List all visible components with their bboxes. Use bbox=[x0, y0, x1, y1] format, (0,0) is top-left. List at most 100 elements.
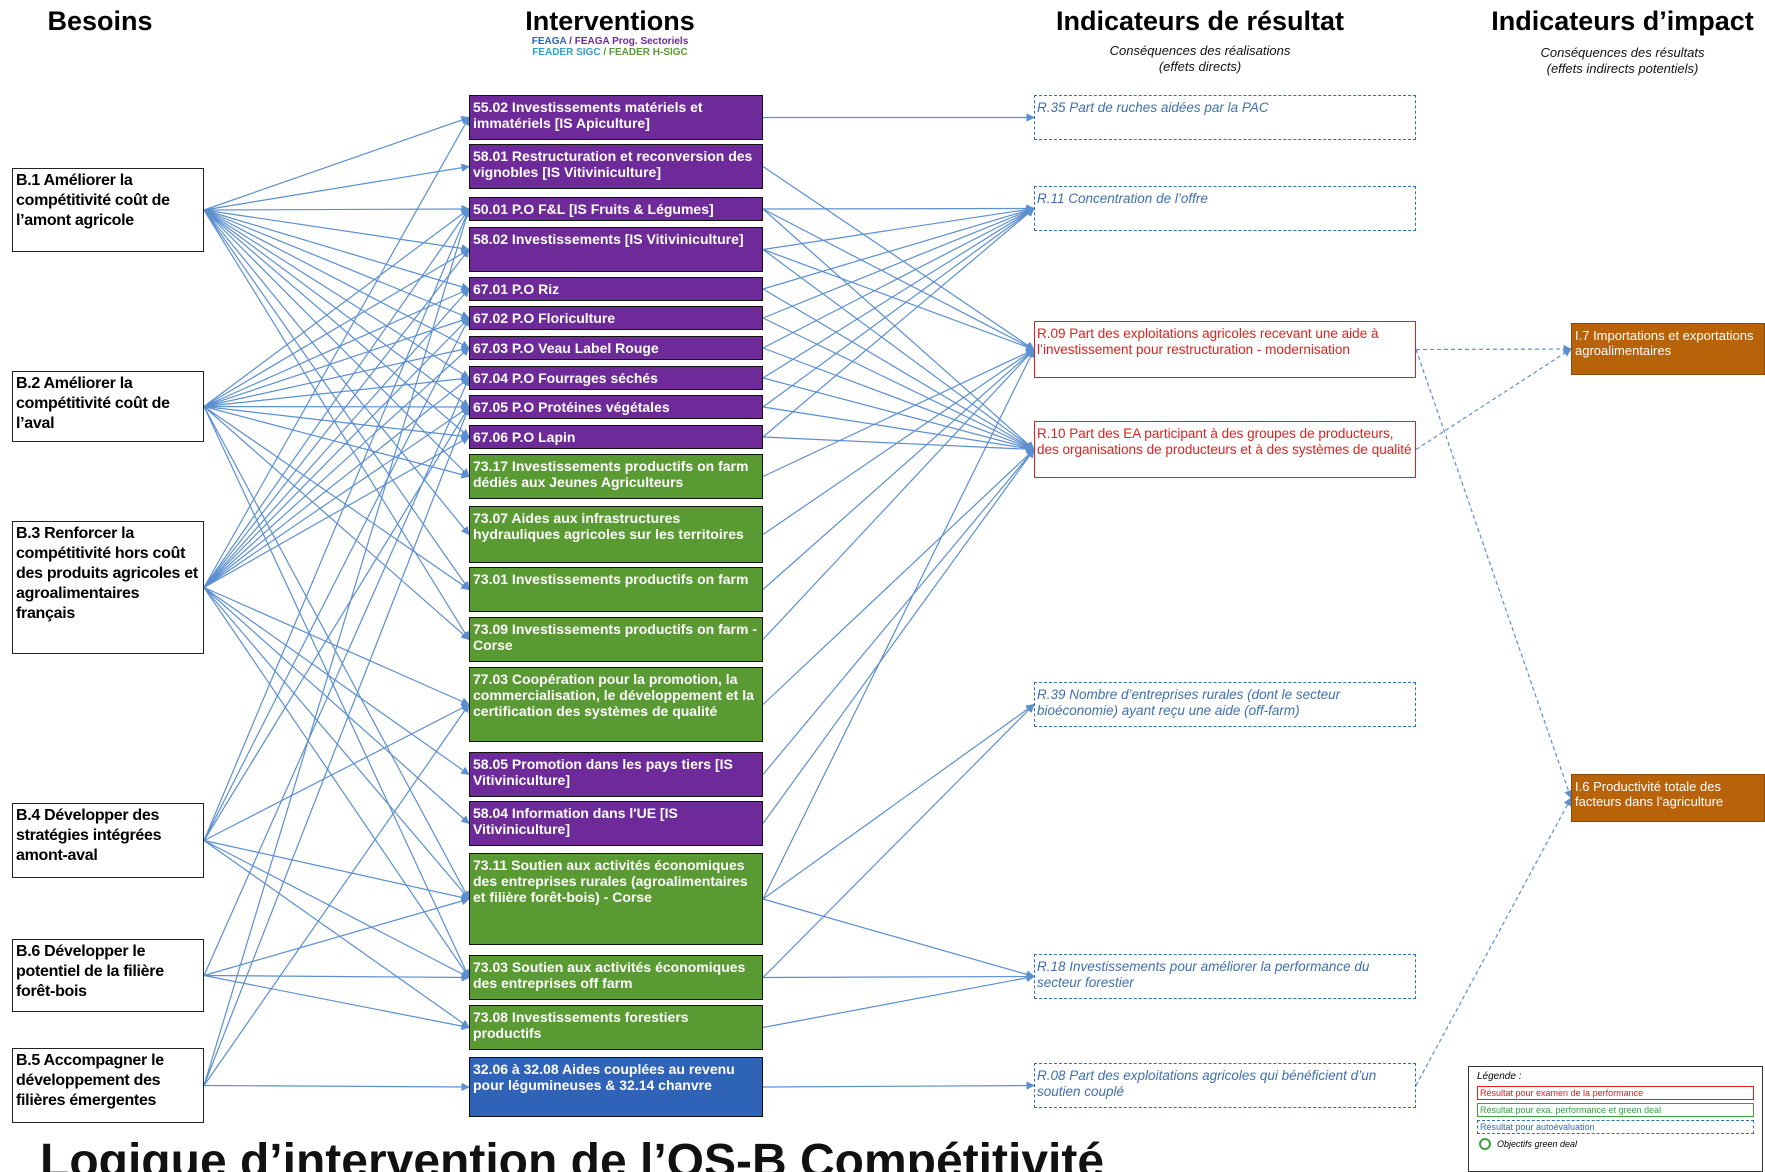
impact-sub-1: Conséquences des résultats bbox=[1540, 45, 1705, 60]
link-B1-i6704 bbox=[203, 209, 470, 379]
link-R09-I6 bbox=[1415, 349, 1573, 799]
link-i7311-R39 bbox=[762, 704, 1035, 900]
result-r35: R.35 Part de ruches aidées par la PAC bbox=[1034, 95, 1416, 140]
intervention-7311: 73.11 Soutien aux activités économiques … bbox=[469, 853, 763, 945]
intervention-6705: 67.05 P.O Protéines végétales bbox=[469, 395, 763, 419]
intervention-5001: 50.01 P.O F&L [IS Fruits & Légumes] bbox=[469, 197, 763, 221]
link-B4-i5001 bbox=[203, 208, 470, 841]
intervention-6706: 67.06 P.O Lapin bbox=[469, 425, 763, 449]
link-R09-I7 bbox=[1415, 344, 1572, 354]
intervention-5804: 58.04 Information dans l'UE [IS Vitivini… bbox=[469, 801, 763, 846]
result-r11: R.11 Concentration de l’offre bbox=[1034, 186, 1416, 231]
link-i7301-R09 bbox=[762, 348, 1035, 590]
fund-feader-hsigc: / FEADER H-SIGC bbox=[603, 47, 688, 58]
link-B2-i7309 bbox=[203, 406, 470, 641]
link-B4-i6705 bbox=[203, 406, 470, 841]
link-B3-i5502 bbox=[203, 116, 470, 588]
interventions-fund-legend: FEAGA / FEAGA Prog. Sectoriels FEADER SI… bbox=[470, 36, 750, 58]
results-subheader: Conséquences des réalisations (effets di… bbox=[1020, 43, 1380, 75]
link-i6702-R10 bbox=[762, 317, 1035, 451]
link-B1-i6703 bbox=[203, 209, 470, 349]
link-i6701-R10 bbox=[762, 288, 1035, 451]
link-i5001-R10 bbox=[762, 208, 1035, 451]
link-B1-i6702 bbox=[203, 209, 470, 320]
link-i5802-R10 bbox=[762, 249, 1035, 450]
link-B1-i7309 bbox=[203, 209, 470, 641]
impact-subheader: Conséquences des résultats (effets indir… bbox=[1480, 45, 1765, 77]
link-i6706-R11 bbox=[762, 207, 1035, 438]
link-B2-i6705 bbox=[203, 402, 470, 412]
link-i7303-R18 bbox=[762, 972, 1035, 981]
link-i7308-R18 bbox=[762, 973, 1035, 1029]
need-b3: B.3 Renforcer la compétitivité hors coût… bbox=[12, 521, 204, 654]
link-B2-i6701 bbox=[203, 288, 470, 408]
link-B6-i7303 bbox=[203, 973, 470, 982]
intervention-5805: 58.05 Promotion dans les pays tiers [IS … bbox=[469, 752, 763, 797]
link-i5802-R09 bbox=[762, 248, 1035, 351]
link-B1-i5502 bbox=[203, 116, 470, 211]
intervention-5502: 55.02 Investissements matériels et immat… bbox=[469, 95, 763, 140]
link-i6706-R10 bbox=[762, 436, 1035, 454]
interventions-header: Interventions bbox=[525, 6, 695, 36]
link-B4-i7311 bbox=[203, 839, 470, 902]
link-R08-I6 bbox=[1415, 797, 1572, 1086]
link-B2-i7301 bbox=[203, 406, 470, 590]
link-B1-i5801 bbox=[203, 163, 470, 211]
green-deal-target-icon bbox=[1479, 1138, 1491, 1150]
fund-feaga-prog: / FEAGA Prog. Sectoriels bbox=[569, 36, 689, 47]
link-i7703-R10 bbox=[762, 448, 1035, 705]
intervention-7703: 77.03 Coopération pour la promotion, la … bbox=[469, 667, 763, 742]
link-B3-i6703 bbox=[203, 347, 470, 588]
link-i5001-R11 bbox=[762, 204, 1035, 213]
link-i5801-R09 bbox=[762, 166, 1035, 350]
link-B6-i6704 bbox=[203, 377, 470, 976]
link-B5-i6705 bbox=[203, 406, 471, 1086]
link-i7307-R09 bbox=[762, 349, 1035, 535]
intervention-6704: 67.04 P.O Fourrages séchés bbox=[469, 366, 763, 390]
need-b2: B.2 Améliorer la compétitivité coût de l… bbox=[12, 371, 204, 442]
link-B5-i7703 bbox=[203, 703, 470, 1086]
need-b5: B.5 Accompagner le développement des fil… bbox=[12, 1048, 204, 1123]
link-B2-i5001 bbox=[203, 208, 470, 407]
need-b6: B.6 Développer le potentiel de la filièr… bbox=[12, 939, 204, 1012]
legend: Légende : Résultat pour examen de la per… bbox=[1468, 1066, 1763, 1172]
link-B2-i5802 bbox=[203, 248, 470, 408]
need-b4: B.4 Développer des stratégies intégrées … bbox=[12, 803, 204, 878]
link-i6704-R11 bbox=[762, 207, 1035, 379]
link-B3-i6706 bbox=[203, 436, 470, 589]
needs-header: Besoins bbox=[47, 6, 153, 36]
link-B1-i5802 bbox=[203, 209, 470, 253]
fund-feader-sigc: FEADER SIGC bbox=[532, 47, 601, 58]
need-b1: B.1 Améliorer la compétitivité coût de l… bbox=[12, 168, 204, 252]
result-r09: R.09 Part des exploitations agricoles re… bbox=[1034, 321, 1416, 378]
link-i6701-R11 bbox=[762, 206, 1035, 290]
link-i7309-R09 bbox=[762, 348, 1035, 640]
link-B6-i7311 bbox=[203, 897, 470, 977]
link-B4-i7303 bbox=[203, 839, 470, 979]
impact-header: Indicateurs d’impact bbox=[1491, 6, 1754, 36]
link-B3-i6701 bbox=[203, 288, 470, 588]
link-B2-i7317 bbox=[203, 405, 470, 479]
link-B1-i7307 bbox=[203, 209, 470, 536]
link-B6-i7308 bbox=[203, 974, 470, 1031]
results-header: Indicateurs de résultat bbox=[1055, 6, 1345, 36]
intervention-7307: 73.07 Aides aux infrastructures hydrauli… bbox=[469, 506, 763, 563]
result-r08: R.08 Part des exploitations agricoles qu… bbox=[1034, 1063, 1416, 1108]
link-B3-i6702 bbox=[203, 317, 470, 588]
link-B3-i6705 bbox=[203, 406, 470, 588]
intervention-7308: 73.08 Investissements forestiers product… bbox=[469, 1005, 763, 1050]
page-title: Logique d’intervention de l’OS-B Compéti… bbox=[40, 1135, 1105, 1172]
link-i5804-R10 bbox=[762, 448, 1035, 824]
link-B4-i7308 bbox=[203, 840, 470, 1028]
result-r10: R.10 Part des EA participant à des group… bbox=[1034, 421, 1416, 478]
link-i6702-R11 bbox=[762, 207, 1035, 319]
link-B2-i6706 bbox=[203, 405, 470, 441]
impact-i6: I.6 Productivité totale des facteurs dan… bbox=[1571, 774, 1765, 822]
link-B3-i5805 bbox=[203, 587, 470, 775]
link-i6703-R10 bbox=[762, 347, 1035, 451]
link-B1-i6706 bbox=[203, 209, 470, 438]
legend-item-green-deal: Résultat pour exa. performance et green … bbox=[1477, 1103, 1754, 1117]
link-i5001-R09 bbox=[762, 208, 1035, 351]
intervention-3206: 32.06 à 32.08 Aides couplées au revenu p… bbox=[469, 1057, 763, 1117]
